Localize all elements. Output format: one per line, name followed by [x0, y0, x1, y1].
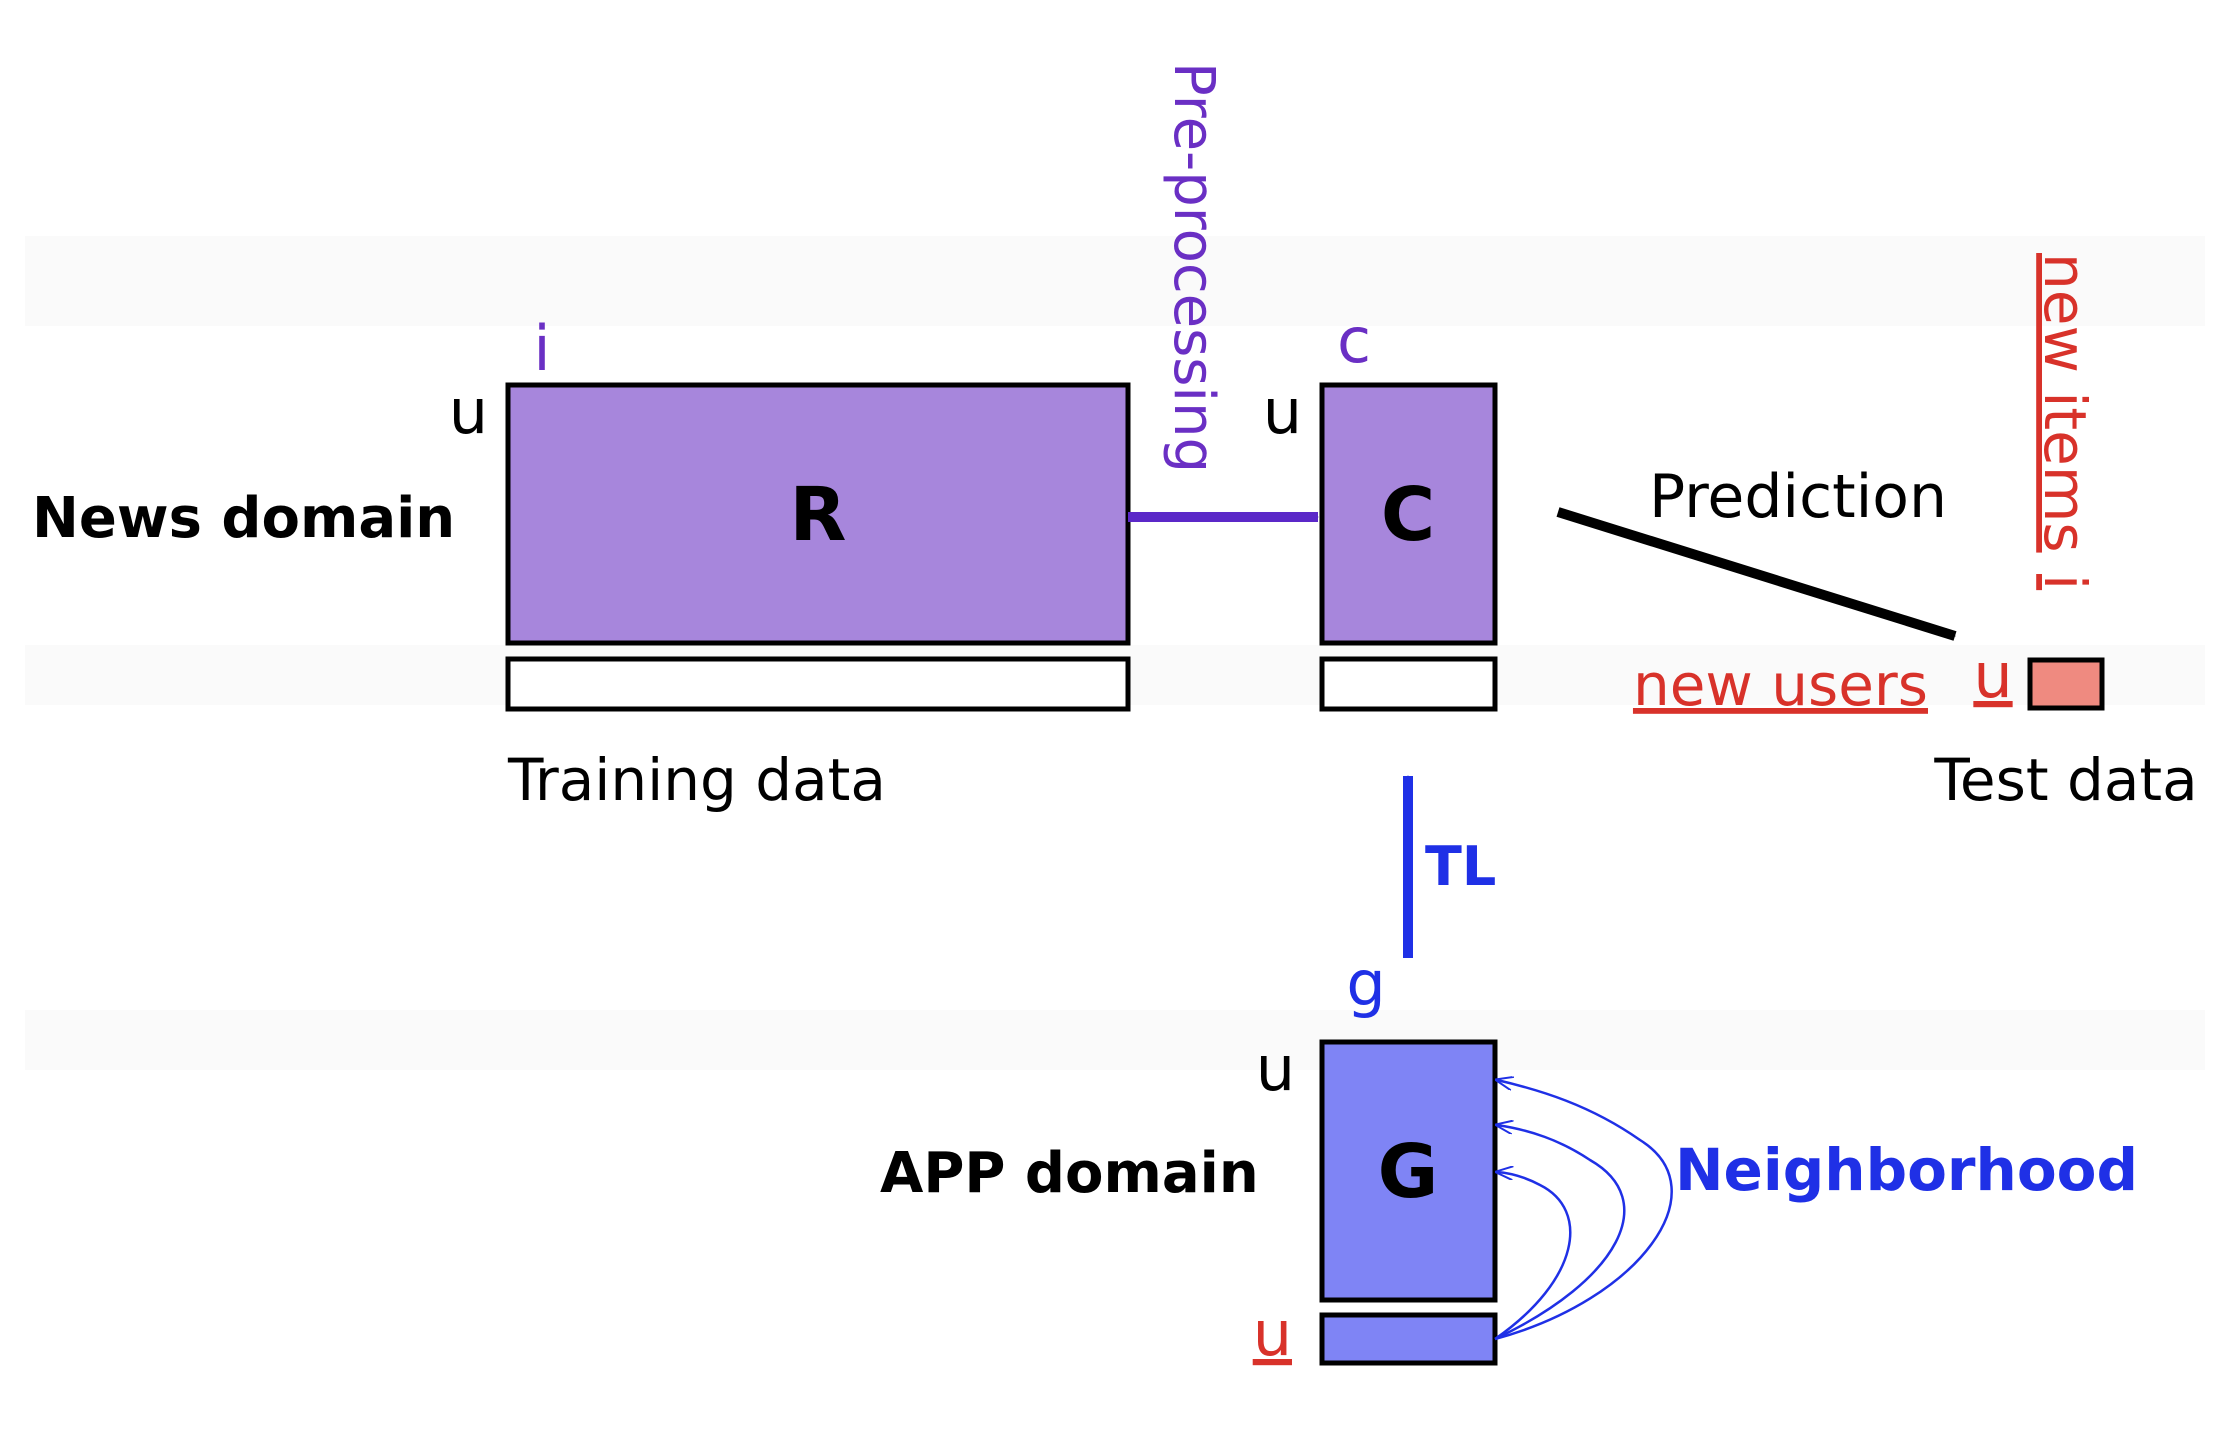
matrix-c: [1319, 382, 1498, 646]
test-user-label: u: [1973, 639, 2012, 712]
prediction-label: Prediction: [1649, 462, 1947, 532]
matrix-r-row-label: u: [449, 375, 488, 448]
matrix-r-new-users-row: [505, 656, 1131, 712]
news-domain-label: News domain: [32, 486, 455, 551]
test-data-cell: [2027, 657, 2105, 711]
neighborhood-arrow: [1494, 1172, 1572, 1341]
app-domain-label: APP domain: [880, 1141, 1259, 1206]
tl-label: TL: [1425, 835, 1496, 898]
matrix-g-col-label: g: [1346, 947, 1385, 1020]
matrix-c-new-users-row: [1319, 656, 1498, 712]
test-item-label: i: [2031, 574, 2099, 590]
background-band: [25, 236, 2205, 326]
background-band: [25, 1010, 2205, 1070]
prediction-arrow: [1556, 507, 1957, 641]
preprocessing-label: Pre-processing: [1161, 62, 1226, 473]
matrix-g-new-user-label: u: [1253, 1297, 1292, 1370]
matrix-g-new-user-row: [1319, 1312, 1498, 1366]
neighborhood-arrow: [1495, 1080, 1673, 1341]
test-data-label: Test data: [1933, 746, 2197, 814]
matrix-c-letter: C: [1381, 472, 1435, 558]
neighborhood-arrow: [1495, 1125, 1626, 1341]
matrix-r: [505, 382, 1131, 646]
new-users-label: new users: [1633, 651, 1928, 719]
training-data-label: Training data: [507, 746, 886, 814]
matrix-c-row-label: u: [1263, 375, 1302, 448]
matrix-g-letter: G: [1378, 1129, 1439, 1215]
matrix-g-row-label: u: [1256, 1032, 1295, 1105]
new-items-label: new items: [2031, 253, 2099, 553]
matrix-r-letter: R: [790, 472, 847, 558]
matrix-r-col-label: i: [533, 312, 550, 385]
neighborhood-label: Neighborhood: [1675, 1136, 2138, 1204]
matrix-c-col-label: c: [1337, 304, 1371, 377]
